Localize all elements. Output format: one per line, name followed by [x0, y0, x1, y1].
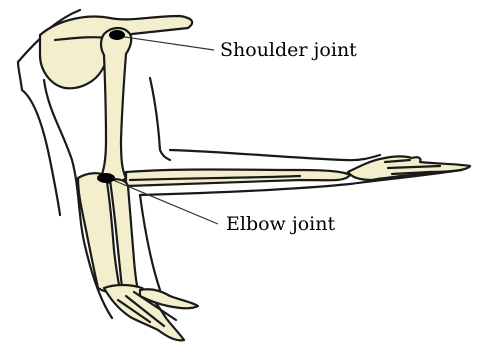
arm-outline-inner-upper: [150, 78, 170, 160]
shoulder-joint-marker: [109, 30, 125, 40]
arm-outline-inner-lower: [140, 195, 160, 290]
arm-outline-forearm-top: [170, 150, 380, 160]
shoulder-joint-label: Shoulder joint: [220, 41, 357, 60]
shoulder-leader-line: [118, 36, 214, 50]
humerus: [100, 28, 131, 183]
elbow-joint-label: Elbow joint: [226, 215, 335, 234]
elbow-joint-marker: [97, 173, 115, 183]
